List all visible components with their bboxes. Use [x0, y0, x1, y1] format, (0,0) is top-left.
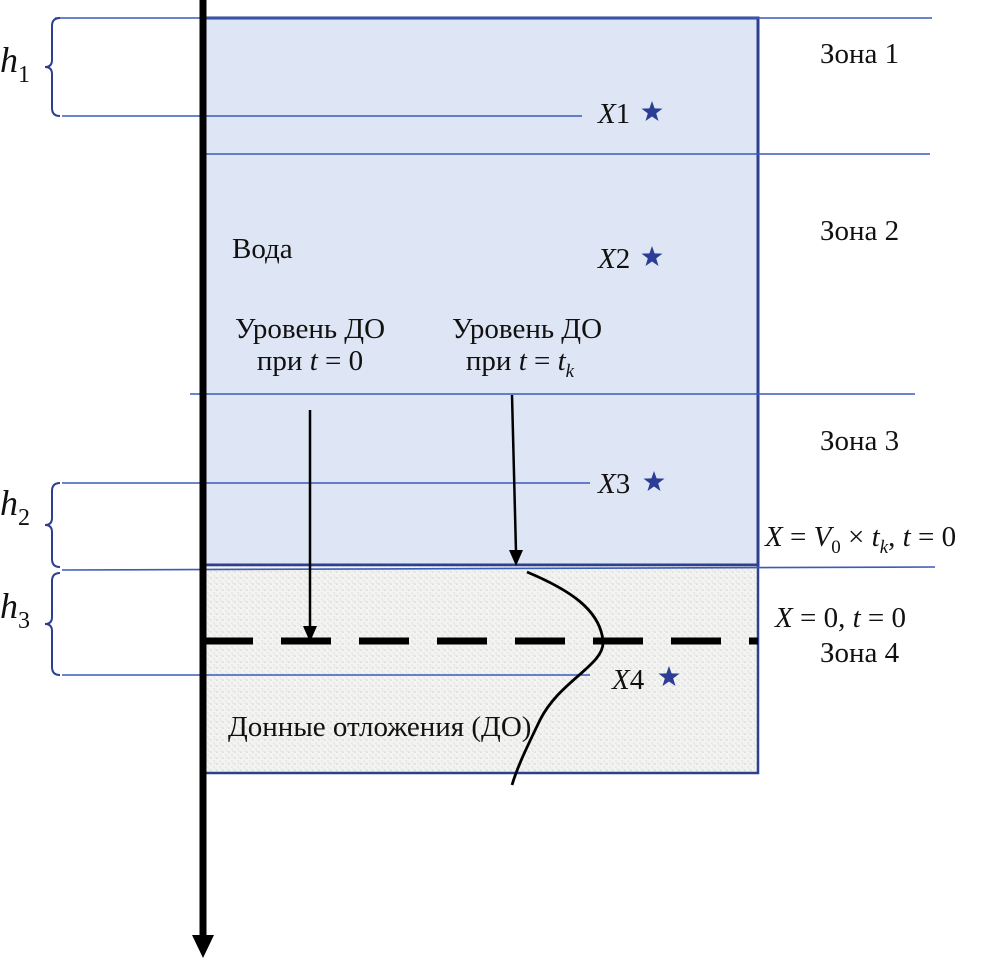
sediment-layer [201, 563, 760, 775]
equation-origin: X = 0, t = 0 [774, 602, 906, 634]
label-zone3: Зона 3 [820, 425, 899, 457]
label-h2: h2 [0, 483, 30, 531]
level-arrows [303, 394, 523, 642]
arrowhead-tk [509, 550, 523, 566]
label-x1: X1 [597, 98, 630, 130]
label-water: Вода [232, 233, 293, 265]
concentration-profile-curve [510, 570, 605, 786]
brace-h1 [44, 17, 61, 117]
label-zone2: Зона 2 [820, 215, 899, 247]
label-x2: X2 [597, 243, 630, 275]
label-level-t0-line1: Уровень ДО [235, 313, 385, 345]
water-column [203, 16, 760, 567]
label-zone4: Зона 4 [820, 637, 900, 669]
sediment-surface-line [61, 566, 936, 571]
brace-h2 [44, 482, 61, 568]
label-level-tk-line2: при t = tk [466, 345, 575, 382]
arrowhead-t0 [303, 626, 317, 642]
star-icon [643, 471, 665, 491]
star-icon [641, 246, 663, 266]
label-zone1: Зона 1 [820, 38, 899, 70]
label-level-tk-line1: Уровень ДО [452, 313, 602, 345]
label-level-t0-line2: при t = 0 [257, 345, 363, 377]
braces [44, 17, 61, 676]
arrow-level-tk [510, 394, 518, 553]
equation-sediment-surface: X = V0 × tk, t = 0 [764, 521, 956, 558]
brace-h3 [44, 572, 61, 676]
label-x3: X3 [597, 468, 630, 500]
star-icon [641, 101, 663, 121]
label-h1: h1 [0, 40, 30, 88]
label-sediments: Донные отложения (ДО) [228, 711, 531, 743]
label-h3: h3 [0, 586, 30, 634]
label-x4: X4 [611, 664, 645, 696]
star-icon [658, 666, 680, 686]
sampling-stars [641, 101, 680, 686]
depth-axis-arrowhead [192, 935, 214, 958]
